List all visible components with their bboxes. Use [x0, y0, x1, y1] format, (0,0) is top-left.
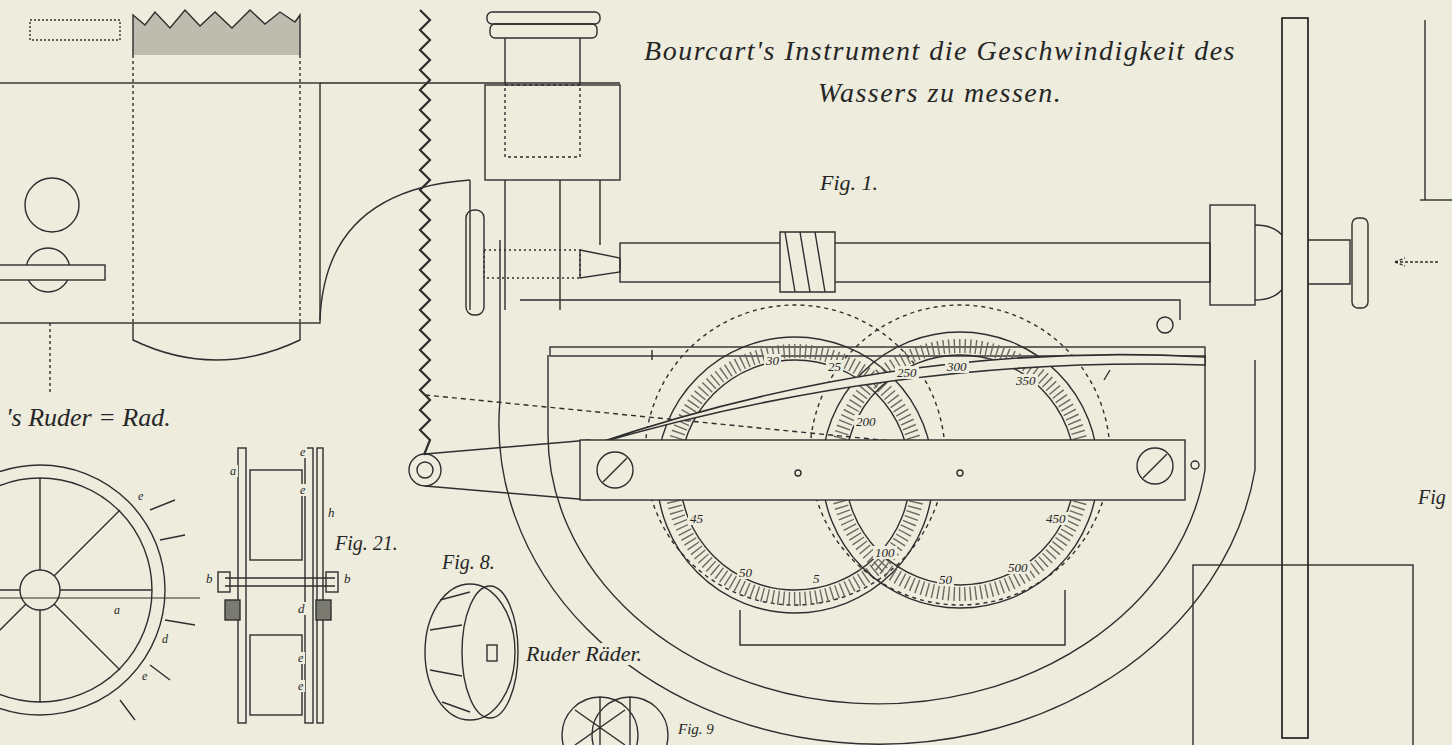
figure-number: Fig. 21.	[333, 533, 400, 553]
figure-number: Fig. 9	[676, 722, 716, 737]
head-clamp	[320, 12, 620, 320]
dial-pair	[580, 305, 1205, 613]
figure-number: Fig	[1416, 487, 1448, 507]
part-letter: h	[326, 506, 337, 519]
wheel-section	[218, 448, 338, 723]
scale-number: 100	[873, 546, 897, 559]
scale-number: 250	[895, 366, 919, 379]
figure-number: Fig. 1.	[818, 172, 880, 194]
part-letter: d	[160, 633, 170, 645]
figure-number: Fig. 8.	[440, 552, 497, 572]
part-letter: a	[228, 465, 238, 477]
part-letter: b	[342, 572, 353, 585]
scale-number: 300	[945, 360, 969, 373]
scale-number: 500	[1006, 561, 1030, 574]
part-letter: a	[112, 604, 122, 616]
paddle-wheel	[0, 465, 200, 720]
part-letter: e	[298, 484, 307, 496]
lever-arm	[409, 395, 1185, 500]
scale-number: 350	[1014, 374, 1038, 387]
part-letter: e	[296, 652, 305, 664]
scale-number: 30	[764, 354, 781, 367]
rod-vane	[1193, 18, 1452, 745]
twisted-cord	[420, 10, 430, 455]
scale-number: 200	[854, 415, 878, 428]
paddle-drum	[425, 584, 518, 720]
scale-number: 450	[1044, 512, 1068, 525]
part-letter: e	[140, 670, 149, 682]
scale-number: 5	[811, 572, 822, 585]
scale-number: 50	[937, 573, 954, 586]
part-letter: b	[204, 572, 215, 585]
scale-number: 25	[826, 360, 843, 373]
part-letter: e	[136, 490, 145, 502]
arc-frame	[499, 240, 1255, 744]
figure-title: Ruder Räder.	[524, 643, 644, 665]
figure-title: 's Ruder = Rad.	[4, 405, 173, 431]
plate-title: Bourcart's Instrument die Geschwindigkei…	[640, 30, 1240, 114]
housing-block	[0, 10, 320, 395]
scale-number: 50	[737, 566, 754, 579]
scale-number: 45	[688, 512, 705, 525]
worm-shaft	[620, 205, 1440, 333]
part-letter: e	[296, 680, 305, 692]
small-wheel	[562, 697, 668, 745]
part-letter: e	[298, 446, 307, 458]
part-letter: d	[296, 602, 307, 615]
